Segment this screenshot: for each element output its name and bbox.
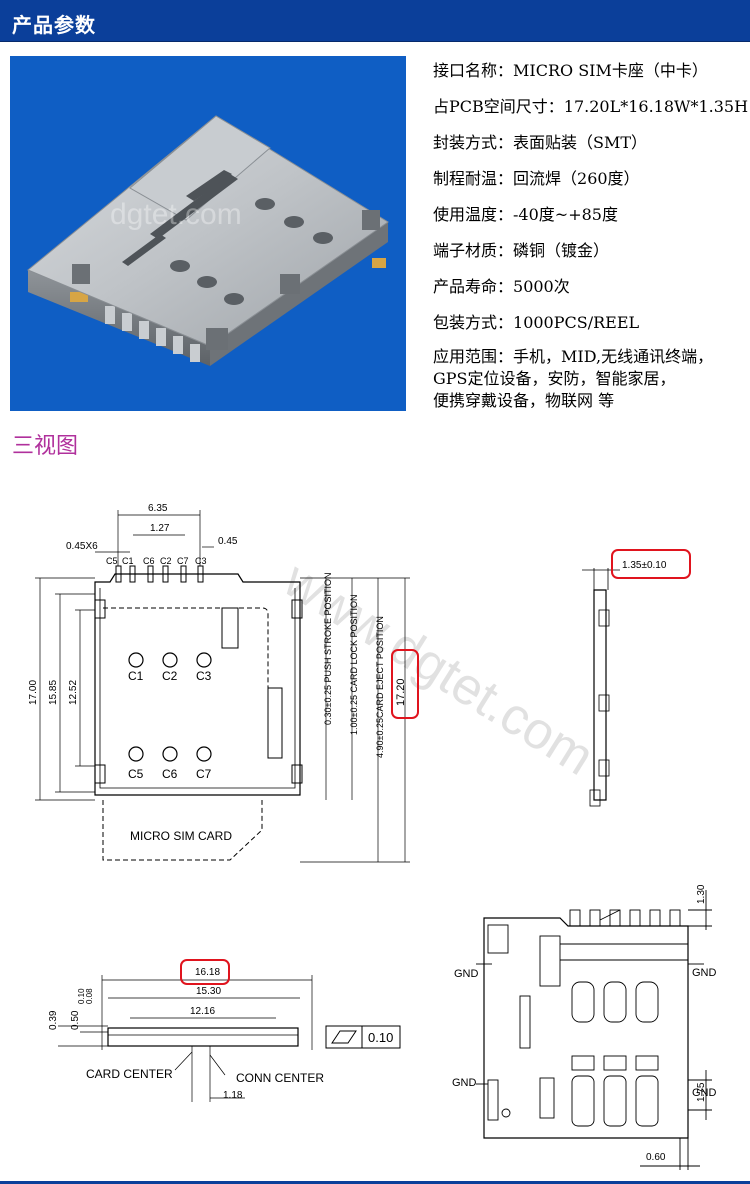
front-view: 16.18 15.30 12.16 0.39 0.50 0.10 0.08 0.… bbox=[48, 959, 401, 1102]
top-view: 6.35 1.27 0.45X6 0.45 C5 C1 C6 C2 C7 C3 … bbox=[28, 503, 419, 863]
header-title: 产品参数 bbox=[12, 13, 96, 37]
header-bar: 产品参数 bbox=[0, 0, 750, 42]
bottom-view: 1.30 1.75 0.60 GND GND GND GND bbox=[452, 884, 717, 1170]
dim-bottom-side: 1.75 bbox=[696, 1082, 707, 1102]
dim-bottom-bottom: 0.60 bbox=[646, 1152, 666, 1163]
dim-h-overall: 17.20 bbox=[395, 678, 407, 706]
dim-pad-width: 0.45X6 bbox=[66, 541, 98, 552]
card-contact-c2: C2 bbox=[162, 669, 178, 683]
dim-offset: 1.18 bbox=[223, 1090, 243, 1101]
pin-c3: C3 bbox=[195, 556, 207, 566]
card-contact-c5: C5 bbox=[128, 767, 144, 781]
gnd-label-left-top: GND bbox=[454, 968, 479, 980]
dim-pitch: 1.27 bbox=[150, 523, 170, 534]
pin-c1: C1 bbox=[122, 556, 134, 566]
card-label: MICRO SIM CARD bbox=[130, 829, 232, 843]
spec-process-temp: 制程耐温：回流焊（260度） bbox=[433, 169, 640, 188]
dim-width-inner: 12.16 bbox=[190, 1006, 215, 1017]
footer-line bbox=[0, 1181, 750, 1184]
pin-c2: C2 bbox=[160, 556, 172, 566]
dim-h1: 0.39 bbox=[48, 1010, 59, 1030]
dim-width-total: 16.18 bbox=[195, 967, 220, 978]
spec-pcb-size: 占PCB空间尺寸：17.20L*16.18W*1.35H bbox=[433, 97, 749, 116]
dim-pitch-total: 6.35 bbox=[148, 503, 168, 514]
dim-side-height: 1.35±0.10 bbox=[622, 560, 667, 571]
product-photo: dgtet.com bbox=[10, 56, 406, 411]
photo-watermark: dgtet.com bbox=[110, 198, 242, 231]
gnd-label-left-bottom: GND bbox=[452, 1077, 477, 1089]
dim-h3: 0.10 bbox=[77, 988, 86, 1004]
pin-c6: C6 bbox=[143, 556, 155, 566]
spec-packing: 包装方式：1000PCS/REEL bbox=[433, 313, 640, 332]
pos-eject: 4.90±0.25CARD EJECT POSITION bbox=[375, 616, 385, 758]
three-view-drawing: www.dgtet.com bbox=[0, 470, 750, 1170]
spec-interface: 接口名称：MICRO SIM卡座（中卡） bbox=[433, 61, 708, 80]
pin-c5: C5 bbox=[106, 556, 118, 566]
dim-h-total: 17.00 bbox=[28, 680, 39, 705]
section-title: 三视图 bbox=[12, 434, 79, 459]
spec-package: 封装方式：表面贴装（SMT） bbox=[433, 133, 648, 152]
conn-center-label: CONN CENTER bbox=[236, 1071, 324, 1085]
pos-push: 0.30±0.25 PUSH STROKE POSITION bbox=[323, 573, 333, 726]
dim-width-body: 15.30 bbox=[196, 986, 221, 997]
pos-lock: 1.00±0.25 CARD LOCK POSITION bbox=[349, 595, 359, 736]
dim-h-contacts: 12.52 bbox=[68, 680, 79, 705]
card-contact-c6: C6 bbox=[162, 767, 178, 781]
card-center-label: CARD CENTER bbox=[86, 1067, 173, 1081]
highlight-width bbox=[180, 959, 230, 985]
dim-h2: 0.50 bbox=[70, 1010, 81, 1030]
dim-h-inner: 15.85 bbox=[48, 680, 59, 705]
side-view: 1.35±0.10 bbox=[582, 549, 691, 807]
dim-h4: 0.08 bbox=[85, 988, 94, 1004]
card-contact-c7: C7 bbox=[196, 767, 212, 781]
dim-bottom-top: 1.30 bbox=[696, 884, 707, 904]
flatness-value: 0.10 bbox=[368, 1030, 393, 1045]
gnd-label-right: GND bbox=[692, 967, 717, 979]
highlight-side-height bbox=[611, 549, 691, 579]
card-contact-c1: C1 bbox=[128, 669, 144, 683]
gnd-label-right-bottom: GND bbox=[692, 1087, 717, 1099]
highlight-height bbox=[391, 649, 419, 719]
spec-terminal-material: 端子材质：磷铜（镀金） bbox=[433, 241, 610, 260]
spec-lifetime: 产品寿命：5000次 bbox=[433, 277, 570, 296]
pin-c7: C7 bbox=[177, 556, 189, 566]
card-contact-c3: C3 bbox=[196, 669, 212, 683]
dim-pad-gap: 0.45 bbox=[218, 536, 238, 547]
spec-application: 应用范围：手机，MID,无线通讯终端， GPS定位设备，安防，智能家居， 便携穿… bbox=[433, 347, 714, 410]
spec-operating-temp: 使用温度：-40度~+85度 bbox=[433, 205, 618, 224]
